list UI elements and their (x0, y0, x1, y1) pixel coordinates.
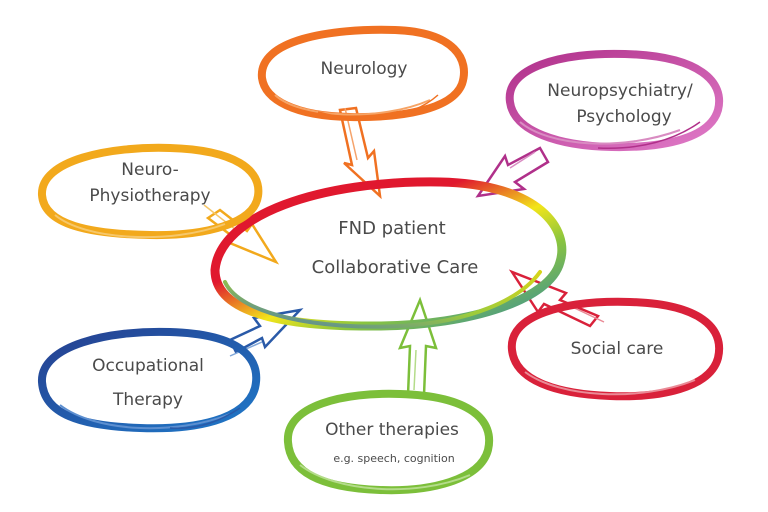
node-neurology: Neurology (257, 25, 468, 122)
neurophysio-label-line1: Neuro- (121, 160, 178, 180)
node-other: Other therapies e.g. speech, cognition (283, 389, 494, 495)
occupational-label-line2: Therapy (112, 390, 183, 410)
other-label-line1: Other therapies (325, 420, 459, 440)
center-node: FND patient Collaborative Care (210, 177, 567, 331)
neurophysio-label-line2: Physiotherapy (89, 186, 210, 206)
social-label: Social care (571, 339, 664, 359)
neurology-label: Neurology (321, 59, 408, 79)
occupational-label-line1: Occupational (92, 356, 204, 376)
arrow-other (397, 296, 438, 397)
other-label-line2: e.g. speech, cognition (333, 452, 454, 465)
center-title-line1: FND patient (338, 218, 445, 239)
neuropsychiatry-label-line2: Psychology (576, 107, 671, 127)
neuropsychiatry-label-line1: Neuropsychiatry/ (547, 81, 693, 101)
node-neurophysio: Neuro- Physiotherapy (38, 143, 263, 240)
node-occupational: Occupational Therapy (37, 327, 261, 433)
node-social: Social care (507, 297, 724, 401)
node-neuropsychiatry: Neuropsychiatry/ Psychology (505, 49, 724, 152)
center-title-line2: Collaborative Care (312, 257, 479, 278)
